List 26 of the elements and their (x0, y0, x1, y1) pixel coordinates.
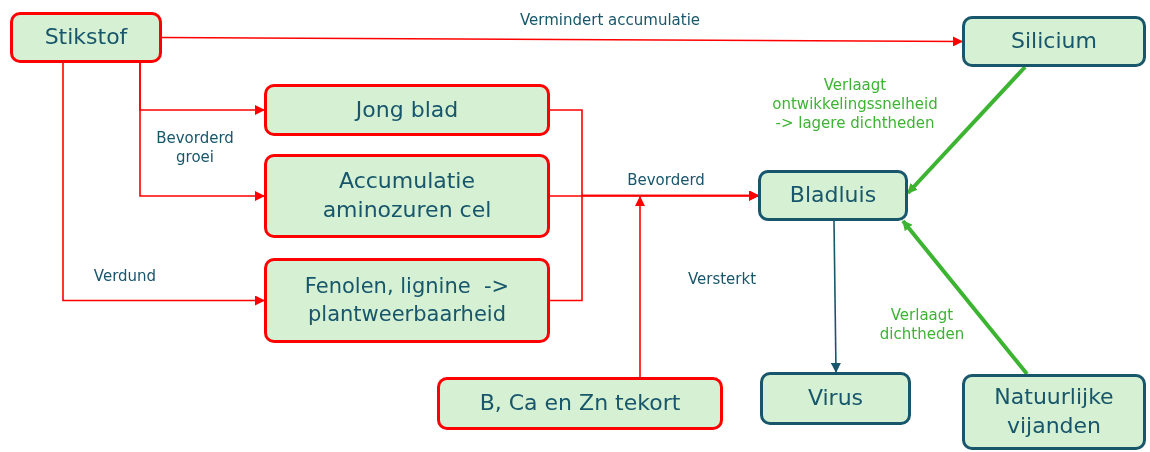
arrow (901, 219, 1029, 376)
arrow (62, 62, 265, 306)
process-box (10, 12, 162, 63)
arrow (830, 220, 841, 373)
node-text: Virus (807, 384, 864, 413)
process-box (760, 372, 911, 425)
process-box (264, 84, 550, 136)
node-text: Bladluis (789, 181, 877, 210)
node-text: Jong blad (355, 95, 459, 124)
arrow (906, 65, 1027, 195)
node-text: B, Ca en Zn tekort (479, 389, 681, 418)
node-text: Accumulatie aminozuren cel (321, 167, 493, 224)
node-text: Stikstof (44, 23, 128, 52)
node-text: Natuurlijke vijanden (993, 383, 1115, 440)
arrow (139, 62, 265, 201)
process-box (962, 16, 1146, 67)
node-text: Fenolen, lignine -> plantweerbaarheid (303, 273, 511, 328)
process-box (264, 258, 550, 343)
process-box (264, 154, 550, 238)
process-box (962, 374, 1146, 450)
arrow (549, 190, 759, 302)
arrow (635, 196, 645, 378)
node-text: Silicium (1011, 27, 1097, 56)
process-box (437, 377, 723, 430)
process-box (758, 170, 908, 221)
arrow (161, 36, 963, 47)
